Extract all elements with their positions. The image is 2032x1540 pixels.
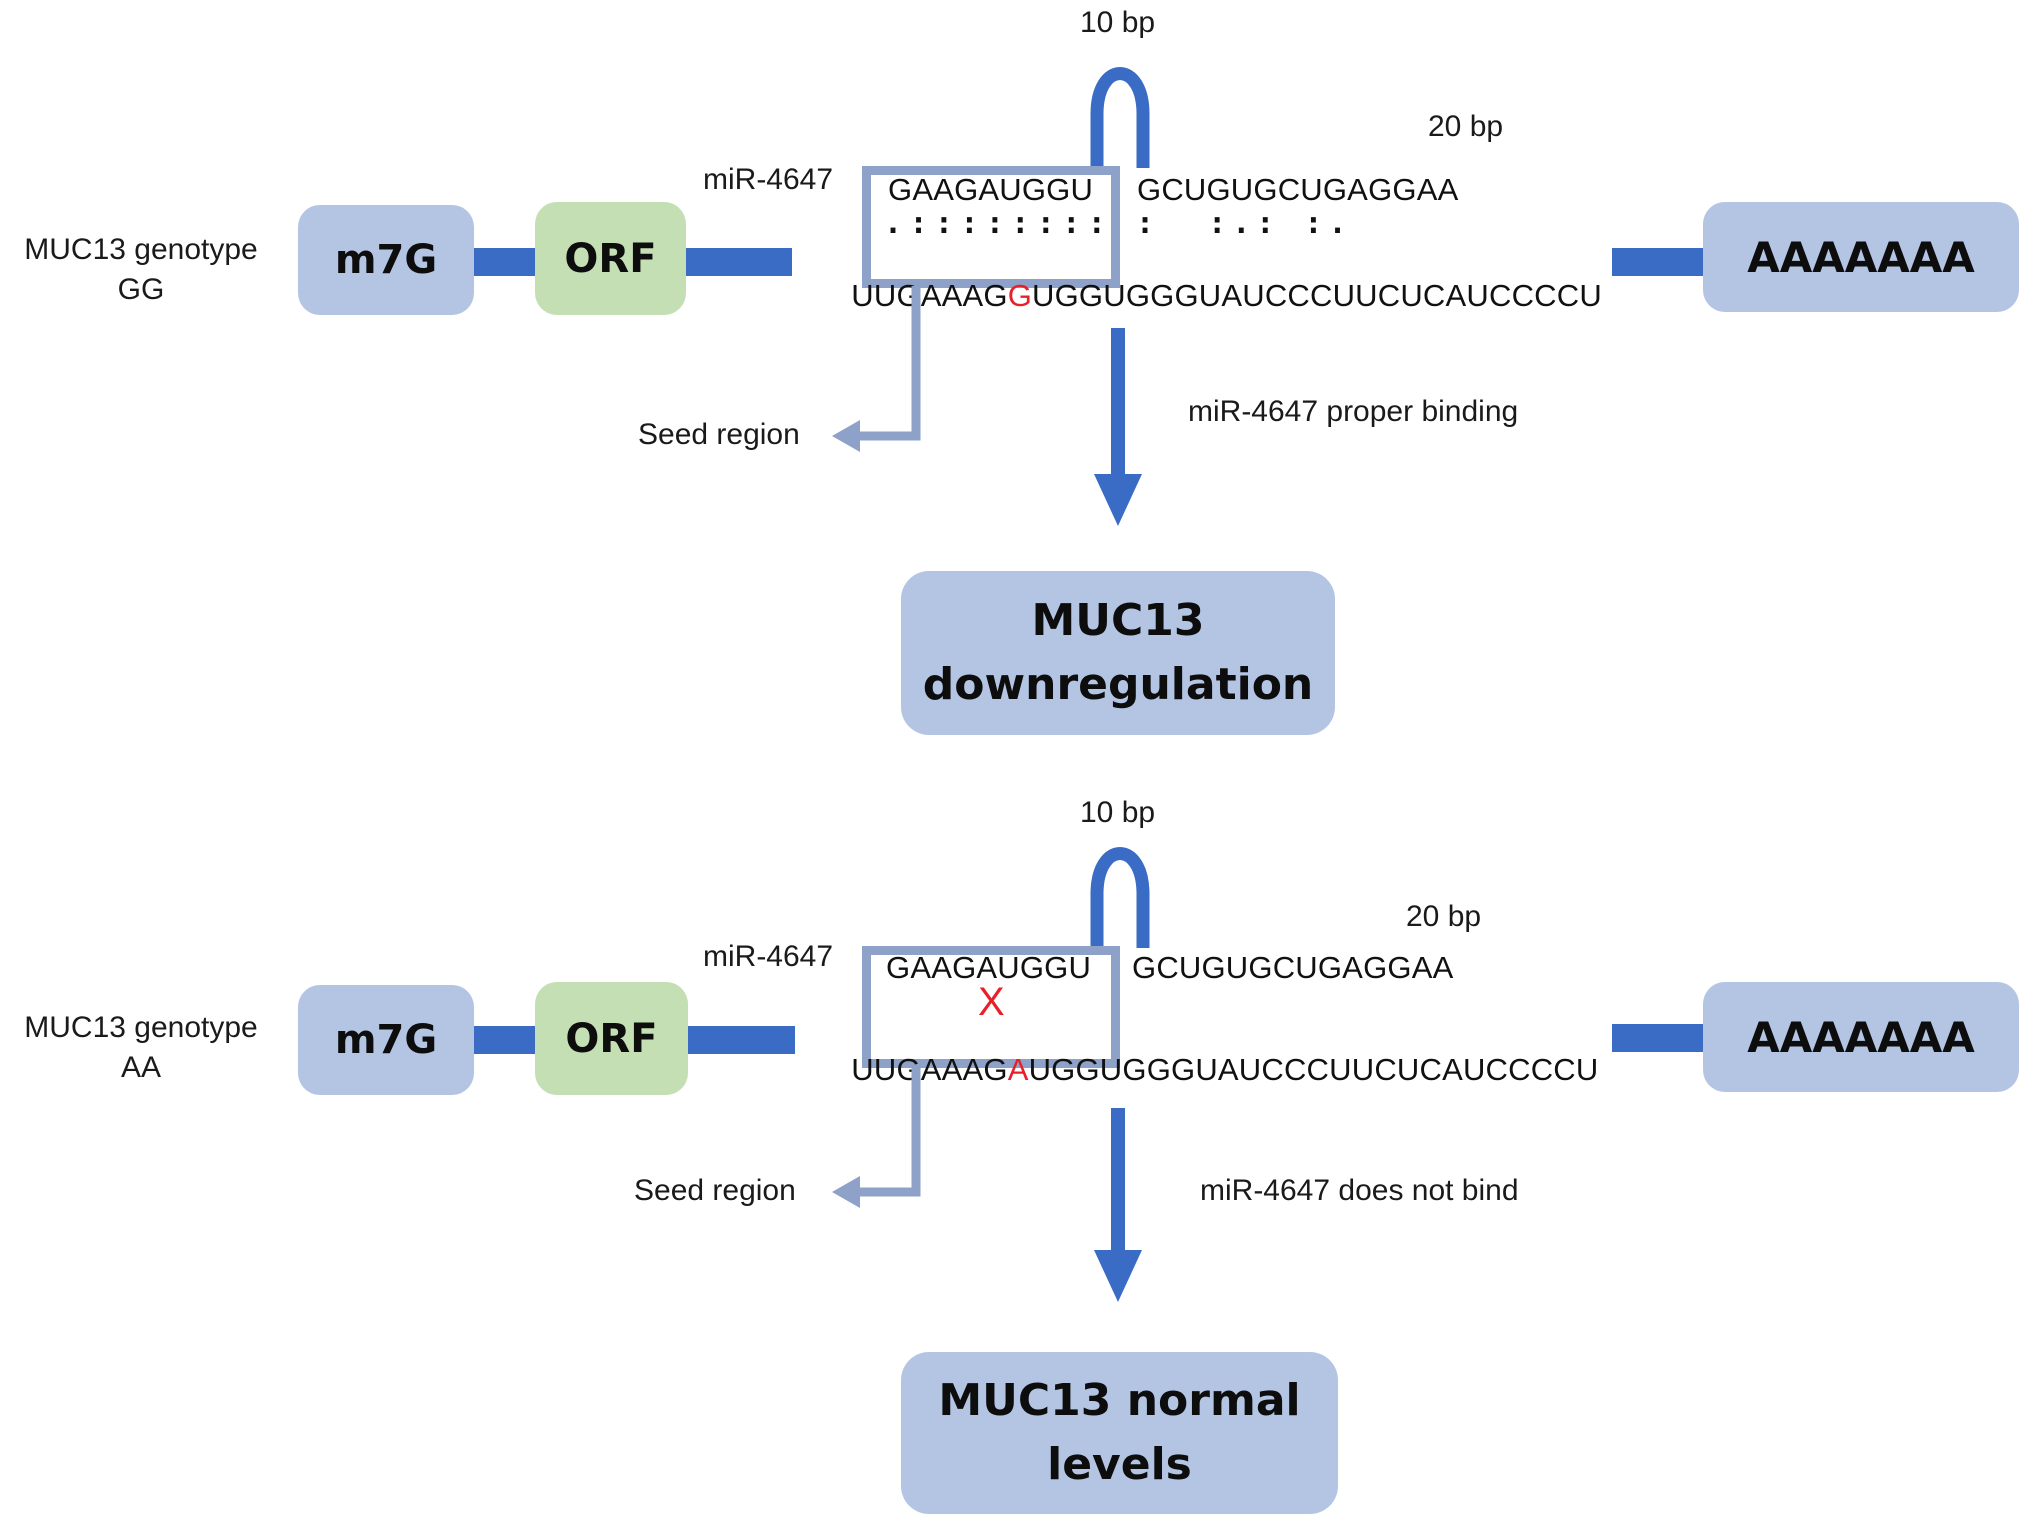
cap-label: m7G <box>334 1017 438 1063</box>
outcome-line1: MUC13 normal <box>938 1375 1301 1426</box>
outcome-line2: downregulation <box>922 659 1314 710</box>
mirna-seed-sequence: GAAGAUGGU <box>886 950 1092 985</box>
polya-label: AAAAAAA <box>1747 232 1975 282</box>
loop-arc-icon <box>1090 67 1150 168</box>
span-length-label: 20 bp <box>1406 900 1482 933</box>
mrna-sequence: UUGAAAGAUGGUGGGUAUCCCUUCUCAUCCCCU <box>816 1016 1598 1124</box>
genotype-label-line1: MUC13 genotype <box>24 1011 258 1044</box>
cap-box-m7g: m7G <box>298 985 474 1095</box>
loop-length-label: 10 bp <box>1080 796 1156 829</box>
genotype-label: MUC13 genotype AA <box>0 1008 282 1088</box>
outcome-box: MUC13 normal levels <box>901 1352 1338 1514</box>
mirna-name: miR-4647 <box>703 940 834 973</box>
mirna-name: miR-4647 <box>703 163 834 196</box>
genotype-label: MUC13 genotype GG <box>0 230 282 310</box>
outcome-line1: MUC13 <box>1031 595 1205 646</box>
cap-label: m7G <box>334 237 438 283</box>
cap-box-m7g: m7G <box>298 205 474 315</box>
outcome-arrow-icon <box>1094 1108 1142 1302</box>
mirna-rest-sequence: GCUGUGCUGAGGAA <box>1137 172 1459 207</box>
orf-box: ORF <box>535 202 686 315</box>
backbone-segment <box>1612 248 1704 276</box>
genotype-label-line2: AA <box>120 1051 162 1084</box>
loop-arc-icon <box>1090 847 1150 948</box>
outcome-box: MUC13 downregulation <box>901 571 1335 735</box>
panel-genotype-aa: MUC13 genotype AA m7G ORF 10 bp 20 bp mi… <box>0 780 2032 1540</box>
loop-length-label: 10 bp <box>1080 6 1156 39</box>
mrna-prefix: UUGAAAG <box>851 1052 1008 1087</box>
backbone-segment <box>1612 1024 1704 1052</box>
seed-region-label: Seed region <box>638 418 800 451</box>
outcome-line2: levels <box>1047 1439 1192 1490</box>
outcome-arrow-label: miR-4647 proper binding <box>1188 395 1519 428</box>
rest-pairing-marks: : :.: :. <box>1136 206 1353 241</box>
polya-label: AAAAAAA <box>1747 1012 1975 1062</box>
backbone-segment <box>474 248 535 276</box>
snp-allele: A <box>1007 1052 1029 1087</box>
panel-genotype-gg: MUC13 genotype GG m7G ORF 10 bp 20 bp mi… <box>0 0 2032 760</box>
mirna-seed-sequence: GAAGAUGGU <box>888 172 1094 207</box>
seed-pointer-arrow-icon <box>832 1066 921 1208</box>
seed-pairing-marks: .:::::::: <box>884 206 1114 241</box>
orf-label: ORF <box>564 235 657 282</box>
seed-region-label: Seed region <box>634 1174 796 1207</box>
no-binding-mark: X <box>978 980 1005 1024</box>
outcome-arrow-icon <box>1094 328 1142 526</box>
span-length-label: 20 bp <box>1428 110 1504 143</box>
outcome-arrow-label: miR-4647 does not bind <box>1200 1174 1519 1207</box>
mrna-suffix: UGGUGGGUAUCCCUUCUCAUCCCCU <box>1032 278 1602 313</box>
seed-pointer-arrow-icon <box>832 286 921 452</box>
orf-box: ORF <box>535 982 688 1095</box>
snp-allele: G <box>1007 278 1033 313</box>
mrna-prefix: UUGAAAG <box>851 278 1008 313</box>
mrna-suffix: UGGUGGGUAUCCCUUCUCAUCCCCU <box>1028 1052 1599 1087</box>
seed-region-box <box>862 166 1120 288</box>
polya-tail-box: AAAAAAA <box>1703 982 2019 1092</box>
mrna-sequence: UUGAAAGGUGGUGGGUAUCCCUUCUCAUCCCCU <box>816 242 1602 350</box>
backbone-segment <box>474 1026 535 1054</box>
orf-label: ORF <box>565 1015 658 1062</box>
seed-region-box <box>862 946 1120 1068</box>
backbone-segment <box>688 1026 795 1054</box>
polya-tail-box: AAAAAAA <box>1703 202 2019 312</box>
genotype-label-line2: GG <box>117 273 165 306</box>
mirna-rest-sequence: GCUGUGCUGAGGAA <box>1132 950 1454 985</box>
genotype-label-line1: MUC13 genotype <box>24 233 258 266</box>
backbone-segment <box>686 248 792 276</box>
